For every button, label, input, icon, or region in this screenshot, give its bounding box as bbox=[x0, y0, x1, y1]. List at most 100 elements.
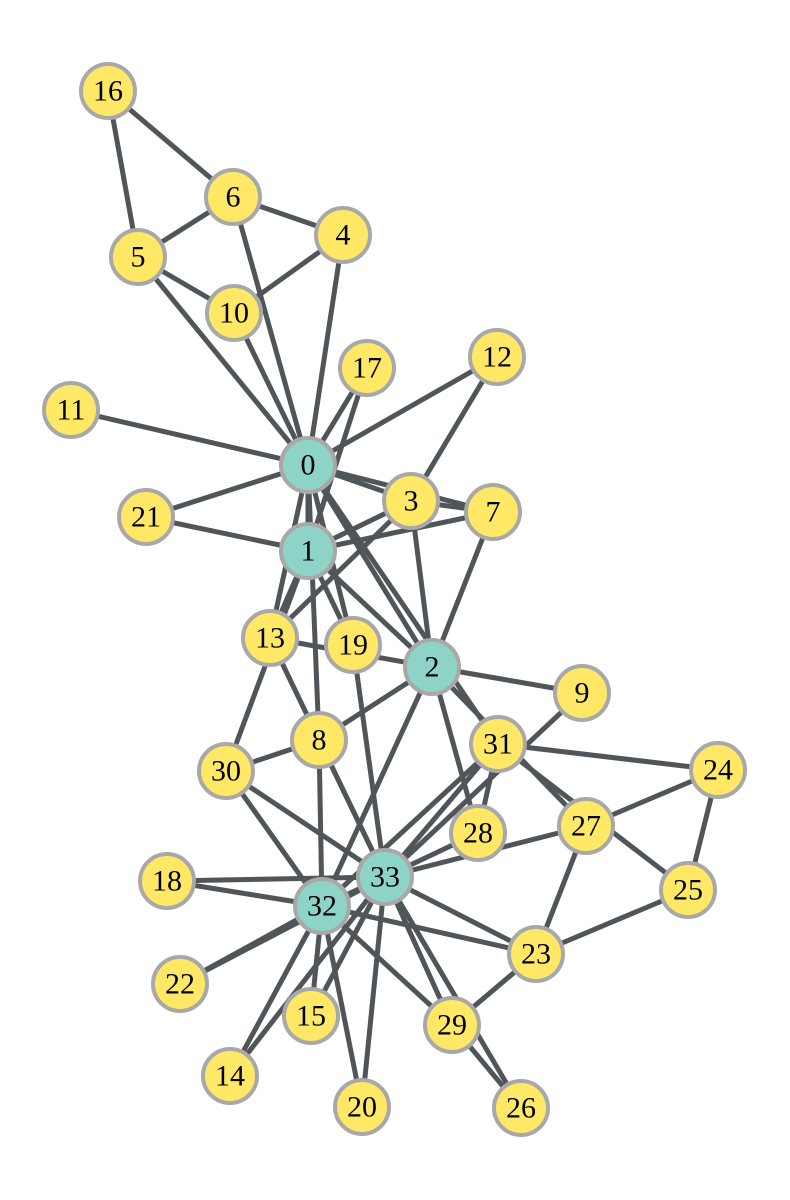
node-label-19: 19 bbox=[338, 629, 368, 662]
node-13: 13 bbox=[241, 609, 299, 667]
edge-20-33 bbox=[359, 874, 388, 1110]
edge-19-33 bbox=[350, 642, 388, 880]
node-circle-6 bbox=[204, 168, 262, 226]
edge-30-33 bbox=[223, 768, 388, 880]
node-7: 7 bbox=[464, 483, 522, 541]
node-label-2: 2 bbox=[425, 651, 440, 684]
node-18: 18 bbox=[138, 852, 196, 910]
node-circle-17 bbox=[338, 339, 396, 397]
node-circle-12 bbox=[468, 328, 526, 386]
node-16: 16 bbox=[79, 62, 137, 120]
node-circle-27 bbox=[557, 797, 615, 855]
node-label-20: 20 bbox=[347, 1091, 377, 1124]
edge-0-31 bbox=[305, 462, 501, 747]
node-circle-32 bbox=[293, 877, 351, 935]
node-9: 9 bbox=[553, 664, 611, 722]
node-30: 30 bbox=[197, 742, 255, 800]
node-circle-19 bbox=[324, 616, 382, 674]
edge-20-32 bbox=[319, 903, 365, 1110]
node-circle-16 bbox=[79, 62, 137, 120]
node-circle-23 bbox=[507, 925, 565, 983]
node-circle-0 bbox=[279, 436, 337, 494]
edge-3-13 bbox=[267, 498, 414, 641]
node-12: 12 bbox=[468, 328, 526, 386]
node-label-10: 10 bbox=[219, 297, 249, 330]
node-1: 1 bbox=[279, 522, 337, 580]
edge-29-32 bbox=[319, 903, 455, 1028]
node-label-29: 29 bbox=[437, 1009, 467, 1042]
node-label-31: 31 bbox=[483, 728, 513, 761]
node-circle-5 bbox=[109, 228, 167, 286]
node-circle-25 bbox=[659, 861, 717, 919]
node-label-32: 32 bbox=[307, 890, 337, 923]
node-circle-11 bbox=[42, 381, 100, 439]
node-20: 20 bbox=[333, 1078, 391, 1136]
node-label-24: 24 bbox=[703, 754, 733, 787]
node-label-5: 5 bbox=[131, 241, 146, 274]
node-label-18: 18 bbox=[152, 865, 182, 898]
node-circle-1 bbox=[279, 522, 337, 580]
node-31: 31 bbox=[469, 715, 527, 773]
node-circle-13 bbox=[241, 609, 299, 667]
node-17: 17 bbox=[338, 339, 396, 397]
node-circle-9 bbox=[553, 664, 611, 722]
node-10: 10 bbox=[205, 284, 263, 342]
node-circle-4 bbox=[314, 206, 372, 264]
node-circle-30 bbox=[197, 742, 255, 800]
node-label-27: 27 bbox=[571, 810, 601, 843]
edge-0-4 bbox=[305, 232, 346, 468]
node-circle-7 bbox=[464, 483, 522, 541]
edge-0-8 bbox=[305, 462, 322, 743]
node-label-11: 11 bbox=[57, 394, 86, 427]
node-label-33: 33 bbox=[370, 861, 400, 894]
edge-14-33 bbox=[227, 874, 388, 1079]
node-circle-8 bbox=[290, 711, 348, 769]
edge-24-31 bbox=[495, 741, 721, 773]
node-label-28: 28 bbox=[463, 817, 493, 850]
node-2: 2 bbox=[403, 638, 461, 696]
edge-0-12 bbox=[305, 354, 500, 468]
node-29: 29 bbox=[423, 996, 481, 1054]
edge-26-33 bbox=[382, 874, 524, 1111]
node-11: 11 bbox=[42, 381, 100, 439]
node-label-13: 13 bbox=[255, 622, 285, 655]
node-label-21: 21 bbox=[131, 501, 161, 534]
node-circle-33 bbox=[356, 848, 414, 906]
node-circle-28 bbox=[449, 804, 507, 862]
node-label-12: 12 bbox=[482, 341, 512, 374]
node-4: 4 bbox=[314, 206, 372, 264]
node-label-4: 4 bbox=[336, 219, 351, 252]
edge-31-32 bbox=[319, 741, 501, 909]
node-label-16: 16 bbox=[93, 75, 123, 108]
edge-31-33 bbox=[382, 741, 501, 880]
node-23: 23 bbox=[507, 925, 565, 983]
node-circle-14 bbox=[201, 1047, 259, 1105]
node-circle-10 bbox=[205, 284, 263, 342]
node-label-0: 0 bbox=[301, 449, 316, 482]
edge-1-7 bbox=[305, 509, 496, 554]
node-label-6: 6 bbox=[226, 181, 241, 214]
node-label-7: 7 bbox=[486, 496, 501, 529]
node-24: 24 bbox=[689, 741, 747, 799]
node-label-8: 8 bbox=[312, 724, 327, 757]
edge-0-6 bbox=[230, 194, 311, 468]
node-label-22: 22 bbox=[165, 968, 195, 1001]
edge-9-33 bbox=[382, 690, 585, 880]
node-circle-18 bbox=[138, 852, 196, 910]
node-circle-29 bbox=[423, 996, 481, 1054]
node-6: 6 bbox=[204, 168, 262, 226]
edge-1-17 bbox=[305, 365, 370, 554]
node-label-30: 30 bbox=[211, 755, 241, 788]
edge-14-32 bbox=[227, 903, 325, 1079]
node-25: 25 bbox=[659, 861, 717, 919]
edge-0-5 bbox=[135, 254, 311, 468]
node-0: 0 bbox=[279, 436, 337, 494]
node-8: 8 bbox=[290, 711, 348, 769]
node-circle-21 bbox=[117, 488, 175, 546]
node-label-15: 15 bbox=[296, 1000, 326, 1033]
edges-layer bbox=[68, 88, 721, 1111]
edge-23-32 bbox=[319, 903, 539, 957]
node-circle-31 bbox=[469, 715, 527, 773]
node-32: 32 bbox=[293, 877, 351, 935]
